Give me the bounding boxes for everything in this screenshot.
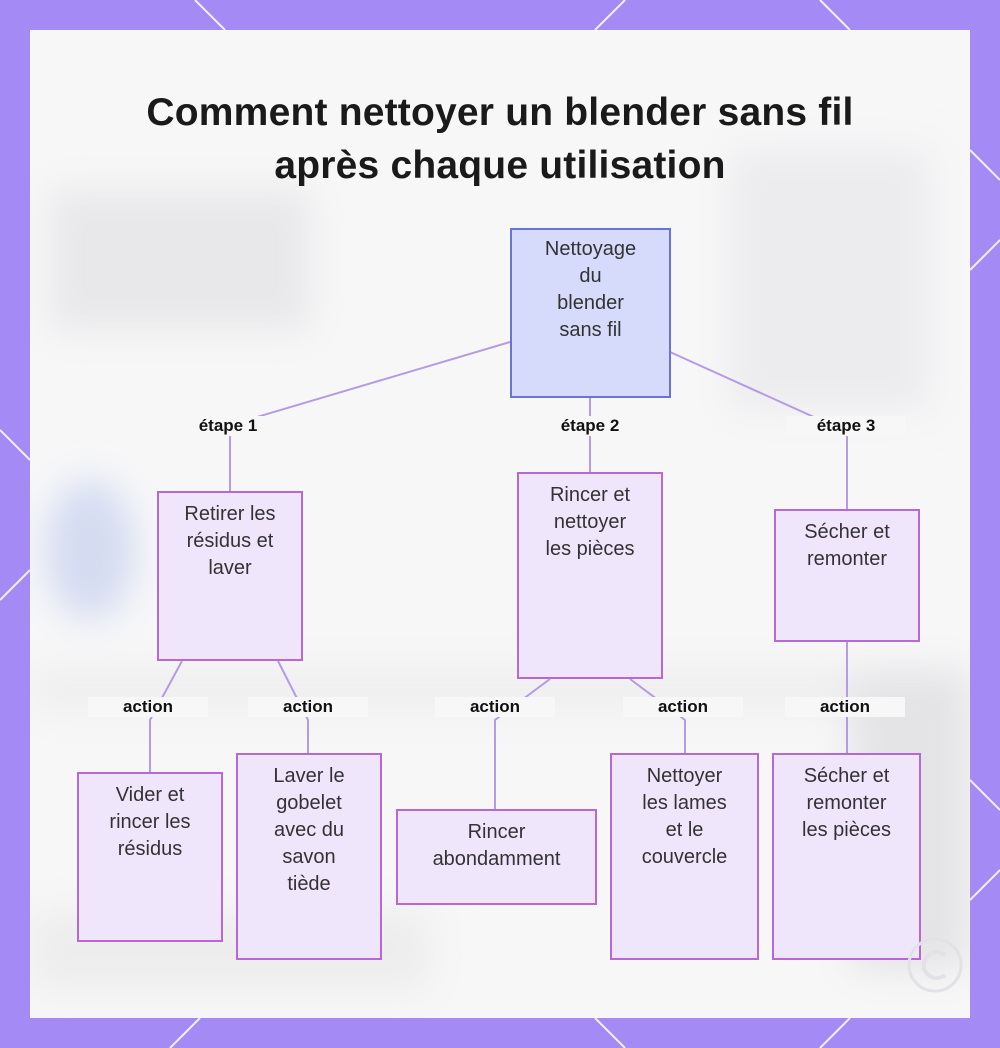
edge-label-step2: étape 2 [530,416,650,436]
edge-label-action-3: action [435,697,555,717]
node-action-5-line: les pièces [802,819,891,841]
node-root-line: sans fil [559,319,622,341]
node-action-4-line: les lames [642,792,727,814]
diagram-title: Comment nettoyer un blender sans fil apr… [30,86,970,192]
diagram-panel: Comment nettoyer un blender sans fil apr… [30,30,970,1018]
node-action-4-line: Nettoyer [646,765,723,787]
node-action-5-line: Sécher et [803,765,890,787]
title-line-2: après chaque utilisation [274,144,726,187]
node-action-2-line: savon [282,846,336,868]
node-root-line: Nettoyage [544,238,637,260]
node-action-1: Vider et rincer les résidus [77,772,223,942]
node-action-2-line: gobelet [276,792,342,814]
node-action-3-line: abondamment [432,848,561,870]
edge-step1-a2 [277,660,309,754]
edge-step2-a4 [629,678,686,754]
node-action-3-line: Rincer [467,821,526,843]
node-step2-line: nettoyer [553,511,627,533]
node-step1-line: résidus et [186,530,274,552]
node-action-2-line: tiède [287,873,331,895]
node-action-3: Rincer abondamment [396,809,597,905]
watermark-logo-icon [907,937,963,993]
node-root-line: du [579,265,602,287]
title-line-1: Comment nettoyer un blender sans fil [146,91,854,134]
node-action-5: Sécher et remonter les pièces [772,753,921,960]
edge-step2-a3 [494,678,551,809]
node-action-4: Nettoyer les lames et le couvercle [610,753,759,960]
edge-label-action-2: action [248,697,368,717]
node-action-2-line: avec du [273,819,345,841]
node-root-line: blender [557,292,624,314]
node-action-1-line: rincer les [109,811,191,833]
node-step3: Sécher et remonter [774,509,920,642]
node-step1-line: Retirer les [184,503,276,525]
edge-label-step3: étape 3 [786,416,906,436]
edge-label-action-4: action [623,697,743,717]
node-action-4-line: et le [665,819,704,841]
node-step2-line: les pièces [545,538,635,560]
node-action-2: Laver le gobelet avec du savon tiède [236,753,382,960]
edge-label-step1: étape 1 [168,416,288,436]
node-action-5-line: remonter [806,792,887,814]
node-step1: Retirer les résidus et laver [157,491,303,661]
edge-label-action-1: action [88,697,208,717]
node-action-1-line: Vider et [115,784,185,806]
node-step3-line: Sécher et [804,521,890,543]
node-step2: Rincer et nettoyer les pièces [517,472,663,679]
node-action-4-line: couvercle [641,846,728,868]
node-step3-line: remonter [806,548,888,570]
node-action-1-line: résidus [117,838,183,860]
node-step1-line: laver [208,557,252,579]
edge-step1-a1 [149,660,183,772]
node-root: Nettoyage du blender sans fil [510,228,671,398]
edge-label-action-5: action [785,697,905,717]
node-action-2-line: Laver le [273,765,345,787]
node-step2-line: Rincer et [549,484,631,506]
